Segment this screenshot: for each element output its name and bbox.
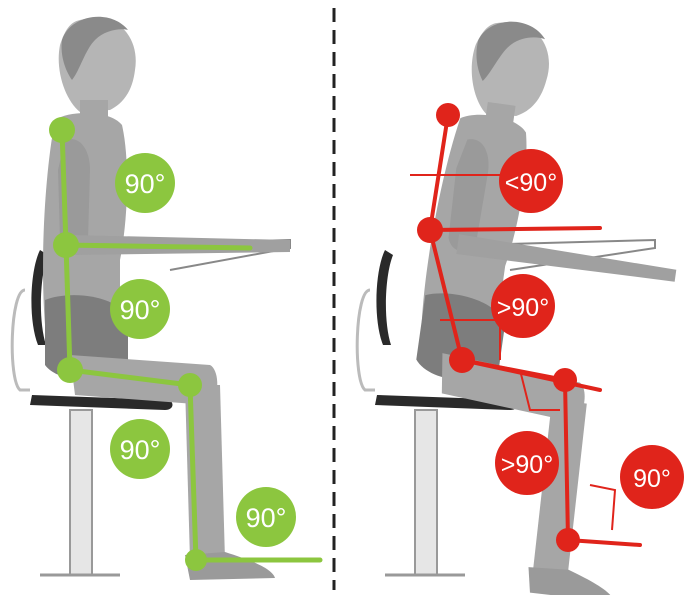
svg-text:90°: 90° [246,503,287,533]
svg-text:90°: 90° [120,435,161,465]
svg-text:90°: 90° [633,465,671,493]
incorrect-badge-hip: >90° [491,274,555,338]
incorrect-posture-panel: <90° >90° >90° 90° [357,14,691,595]
svg-text:90°: 90° [120,295,161,325]
correct-badge-hip: 90° [110,279,170,339]
correct-posture-panel: 90° 90° 90° 90° [12,17,320,580]
svg-text:90°: 90° [125,169,166,199]
correct-badge-back: 90° [115,153,175,213]
svg-text:>90°: >90° [501,451,553,479]
svg-text:<90°: <90° [505,169,557,197]
svg-text:>90°: >90° [497,294,549,322]
incorrect-badge-back: <90° [499,149,563,213]
incorrect-badge-knee: >90° [495,431,559,495]
correct-badge-ankle: 90° [236,487,296,547]
incorrect-angle-badges: <90° >90° >90° 90° [491,149,684,509]
correct-badge-knee: 90° [110,419,170,479]
incorrect-badge-ankle: 90° [620,445,684,509]
